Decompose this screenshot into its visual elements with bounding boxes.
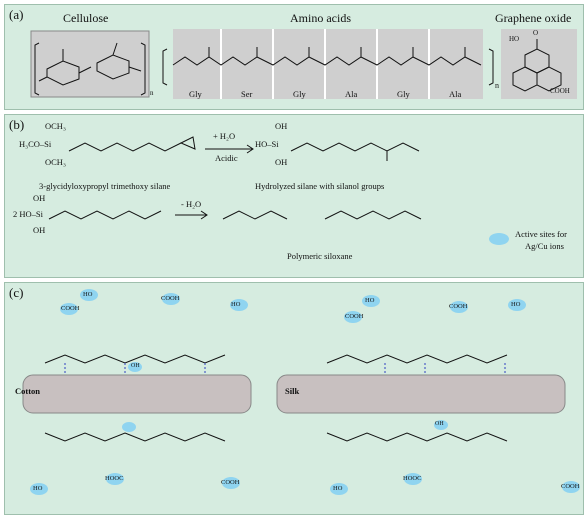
cooh-label: COOH xyxy=(161,295,180,302)
panel-a-label: (a) xyxy=(9,7,24,22)
residue-label: Ala xyxy=(449,89,462,99)
cellulose-n-label: n xyxy=(150,89,154,97)
cellulose-title: Cellulose xyxy=(63,11,109,25)
amino-n-label: n xyxy=(495,81,499,90)
product-caption: Hydrolyzed silane with silanol groups xyxy=(255,181,385,191)
amino-acids-title: Amino acids xyxy=(290,11,351,25)
legend-text-2: Ag/Cu ions xyxy=(525,241,564,251)
oh-label: OH xyxy=(435,421,444,427)
legend-text-1: Active sites for xyxy=(515,229,567,239)
silane-label: OH xyxy=(33,225,46,235)
ho-label: HO xyxy=(83,291,93,298)
ho-label: HO xyxy=(231,301,241,308)
hooc-label: HOOC xyxy=(105,475,124,482)
reagent-bottom: Acidic xyxy=(215,153,238,163)
go-ho-label: HO xyxy=(509,35,520,43)
silane-label: 2 HO–Si xyxy=(13,209,43,219)
graphene-oxide-title: Graphene oxide xyxy=(495,11,572,25)
go-o-label: O xyxy=(533,29,539,37)
panel-b-label: (b) xyxy=(9,117,25,132)
hooc-label: HOOC xyxy=(403,475,422,482)
panel-c: (c) xyxy=(4,282,584,515)
silane-label: HO–Si xyxy=(255,139,279,149)
panel-a-structures xyxy=(30,29,577,99)
residue-label: Ala xyxy=(345,89,358,99)
reagent-top: + H₂O xyxy=(213,131,236,141)
silk-label: Silk xyxy=(285,386,300,396)
ho-label: HO xyxy=(33,485,43,492)
panel-a: (a) Cellulose Amino acids Graphene oxide xyxy=(4,4,584,110)
residue-label: Ser xyxy=(241,89,253,99)
cooh-label: COOH xyxy=(61,305,80,312)
cooh-label: COOH xyxy=(221,479,240,486)
silane-label: OH xyxy=(275,121,288,131)
silane-label: OCH₃ xyxy=(45,121,66,131)
silane-label: H₃CO–Si xyxy=(19,139,52,149)
residue-label: Gly xyxy=(189,89,202,99)
panel-c-structures xyxy=(22,289,580,495)
ho-label: HO xyxy=(333,485,343,492)
cooh-label: COOH xyxy=(561,483,580,490)
panel-c-label: (c) xyxy=(9,285,24,300)
polymer-caption: Polymeric siloxane xyxy=(287,251,353,261)
ho-label: HO xyxy=(365,297,375,304)
oh-label: OH xyxy=(131,363,140,369)
go-cooh-label: COOH xyxy=(550,87,570,95)
cooh-label: COOH xyxy=(345,313,364,320)
panel-b: (b) OCH₃ H₃CO–Si OCH₃ OH HO–Si OH 2 HO–S… xyxy=(4,114,584,278)
cotton-label: Cotton xyxy=(15,386,41,396)
silane-label: OH xyxy=(275,157,288,167)
silane-label: OCH₃ xyxy=(45,157,66,167)
residue-label: Gly xyxy=(397,89,410,99)
reactant-caption: 3-glycidyloxypropyl trimethoxy silane xyxy=(39,181,171,191)
residue-label: Gly xyxy=(293,89,306,99)
condense-reagent: - H₂O xyxy=(181,199,202,209)
ho-label: HO xyxy=(511,301,521,308)
panel-b-structures xyxy=(48,136,509,245)
silane-label: OH xyxy=(33,193,46,203)
cooh-label: COOH xyxy=(449,303,468,310)
